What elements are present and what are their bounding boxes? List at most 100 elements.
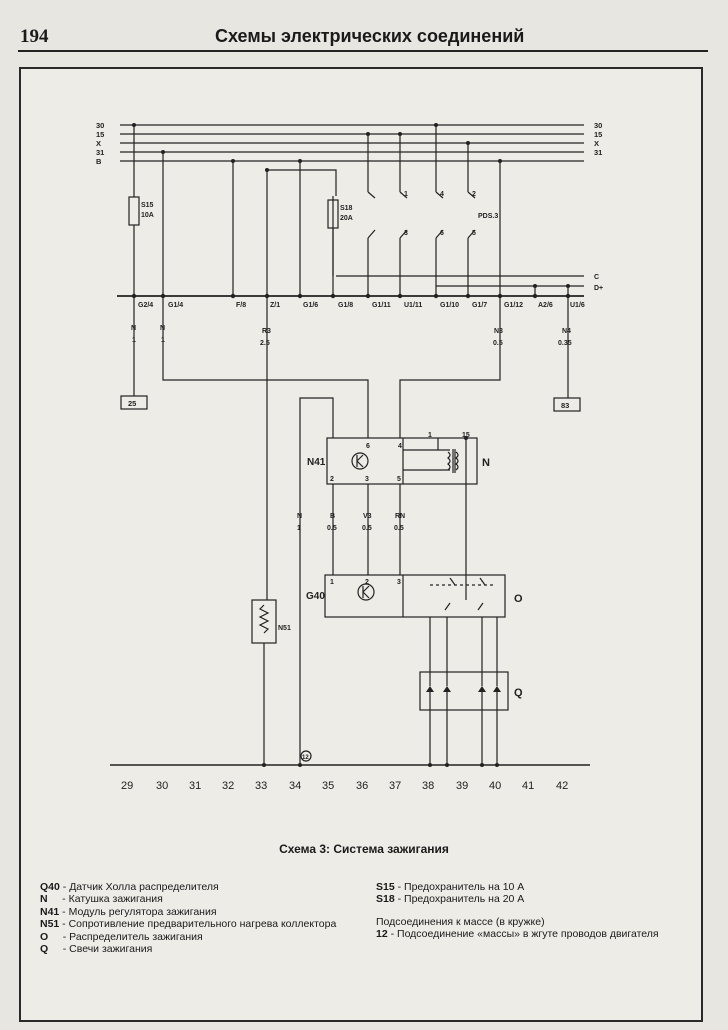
hall-sensor-g40: 1 2 3 G40 bbox=[306, 574, 506, 618]
svg-text:5: 5 bbox=[472, 230, 476, 237]
g40-label: G40 bbox=[306, 591, 325, 602]
svg-text:R3: R3 bbox=[262, 328, 271, 335]
plugs-label: Q bbox=[514, 687, 523, 699]
svg-text:G1/11: G1/11 bbox=[372, 302, 391, 309]
svg-text:3: 3 bbox=[404, 230, 408, 237]
legend-item: S18 - Предохранитель на 20 А bbox=[376, 893, 525, 906]
legend-item: N - Катушка зажигания bbox=[40, 893, 163, 906]
resistor-n51: N51 bbox=[251, 599, 291, 765]
svg-text:83: 83 bbox=[561, 401, 569, 410]
svg-text:1: 1 bbox=[428, 432, 432, 439]
svg-text:N: N bbox=[297, 513, 302, 520]
distributor-o: O bbox=[429, 577, 523, 672]
svg-text:1: 1 bbox=[132, 337, 136, 344]
legend-item: N41 - Модуль регулятора зажигания bbox=[40, 905, 217, 918]
svg-text:1: 1 bbox=[404, 191, 408, 198]
svg-text:39: 39 bbox=[456, 780, 468, 792]
ignition-coil-n: 1 15 N bbox=[403, 432, 490, 600]
svg-text:N: N bbox=[160, 325, 165, 332]
svg-text:10A: 10A bbox=[141, 212, 154, 219]
bus-label-d: D+ bbox=[594, 285, 603, 292]
svg-text:37: 37 bbox=[389, 780, 401, 792]
ground-box-83: 83 bbox=[553, 397, 581, 412]
ground-point-12: 12 bbox=[299, 748, 312, 765]
svg-text:G1/4: G1/4 bbox=[168, 302, 183, 309]
legend-item: Q - Свечи зажигания bbox=[40, 943, 153, 956]
svg-text:33: 33 bbox=[255, 780, 267, 792]
relay-label: PDS.3 bbox=[478, 213, 498, 220]
svg-text:4: 4 bbox=[440, 191, 444, 198]
svg-text:B: B bbox=[330, 513, 335, 520]
svg-text:G1/8: G1/8 bbox=[338, 302, 353, 309]
legend-item: N51 - Сопротивление предварительного наг… bbox=[40, 918, 337, 931]
svg-text:1: 1 bbox=[330, 579, 334, 586]
legend-item: 12 - Подсоединение «массы» в жгуте прово… bbox=[376, 928, 659, 941]
middle-wiring bbox=[133, 296, 569, 748]
spark-plugs-q: Q bbox=[419, 671, 523, 765]
n51-label: N51 bbox=[278, 625, 291, 632]
svg-text:6: 6 bbox=[366, 443, 370, 450]
svg-text:25: 25 bbox=[128, 399, 136, 408]
svg-text:32: 32 bbox=[222, 780, 234, 792]
page-title: Схемы электрических соединений bbox=[215, 26, 525, 46]
legend-item: Q40 - Датчик Холла распределителя bbox=[40, 881, 219, 893]
upper-wire-labels: N 1 N 1 R3 2.5 N3 0.5 N4 0.35 bbox=[131, 325, 572, 347]
svg-text:5: 5 bbox=[397, 476, 401, 483]
connector-labels: G2/4 G1/4 F/8 Z/1 G1/6 G1/8 G1/11 U1/11 … bbox=[138, 302, 585, 309]
diagram-frame bbox=[19, 67, 703, 1022]
coil-label: N bbox=[482, 457, 490, 469]
svg-text:Z/1: Z/1 bbox=[270, 302, 280, 309]
diagram-caption: Схема 3: Система зажигания bbox=[279, 842, 449, 856]
svg-text:U1/6: U1/6 bbox=[570, 302, 585, 309]
svg-text:6: 6 bbox=[440, 230, 444, 237]
svg-text:30: 30 bbox=[156, 780, 168, 792]
svg-text:38: 38 bbox=[422, 780, 434, 792]
lower-wires bbox=[332, 495, 401, 575]
header-rule bbox=[18, 50, 708, 52]
svg-text:N3: N3 bbox=[494, 328, 503, 335]
svg-text:0.5: 0.5 bbox=[493, 340, 503, 347]
svg-text:3: 3 bbox=[365, 476, 369, 483]
svg-text:29: 29 bbox=[121, 780, 133, 792]
svg-text:G1/6: G1/6 bbox=[303, 302, 318, 309]
svg-text:G1/7: G1/7 bbox=[472, 302, 487, 309]
svg-text:F/8: F/8 bbox=[236, 302, 246, 309]
svg-text:35: 35 bbox=[322, 780, 334, 792]
bus-label-15: 15 bbox=[96, 130, 104, 139]
svg-text:2: 2 bbox=[330, 476, 334, 483]
upper-verticals bbox=[133, 125, 584, 296]
svg-text:2: 2 bbox=[365, 579, 369, 586]
svg-text:41: 41 bbox=[522, 780, 534, 792]
svg-text:0.5: 0.5 bbox=[394, 525, 404, 532]
svg-text:4: 4 bbox=[398, 443, 402, 450]
svg-text:36: 36 bbox=[356, 780, 368, 792]
svg-text:V3: V3 bbox=[363, 513, 372, 520]
svg-text:42: 42 bbox=[556, 780, 568, 792]
legend-left: Q40 - Датчик Холла распределителя N - Ка… bbox=[40, 881, 336, 955]
bus-label-c: C bbox=[594, 274, 599, 281]
svg-text:2.5: 2.5 bbox=[260, 340, 270, 347]
svg-text:N4: N4 bbox=[562, 328, 571, 335]
legend-right: S15 - Предохранитель на 10 А S18 - Предо… bbox=[376, 881, 659, 941]
bus-right-label-15: 15 bbox=[594, 130, 602, 139]
legend-item: O - Распределитель зажигания bbox=[40, 930, 203, 943]
svg-text:0.35: 0.35 bbox=[558, 340, 572, 347]
svg-text:15: 15 bbox=[462, 432, 470, 439]
svg-text:RN: RN bbox=[395, 513, 405, 520]
svg-text:2: 2 bbox=[472, 191, 476, 198]
n41-label: N41 bbox=[307, 457, 326, 468]
svg-text:0.5: 0.5 bbox=[327, 525, 337, 532]
ground-title: Подсоединения к массе (в кружке) bbox=[376, 915, 545, 928]
bus-right-label-31: 31 bbox=[594, 148, 602, 157]
svg-text:S18: S18 bbox=[340, 205, 353, 212]
bottom-numbers: 29 30 31 32 33 34 35 36 37 38 39 40 41 4… bbox=[121, 780, 568, 792]
svg-text:1: 1 bbox=[297, 525, 301, 532]
distributor-label: O bbox=[514, 593, 523, 605]
svg-text:1: 1 bbox=[161, 337, 165, 344]
bus-label-30: 30 bbox=[96, 121, 104, 130]
svg-text:0.5: 0.5 bbox=[362, 525, 372, 532]
ignition-module-n41: 6 4 2 3 5 N41 bbox=[307, 437, 478, 495]
lower-wire-labels: N 1 B 0.5 V3 0.5 RN 0.5 bbox=[297, 513, 405, 532]
svg-text:3: 3 bbox=[397, 579, 401, 586]
